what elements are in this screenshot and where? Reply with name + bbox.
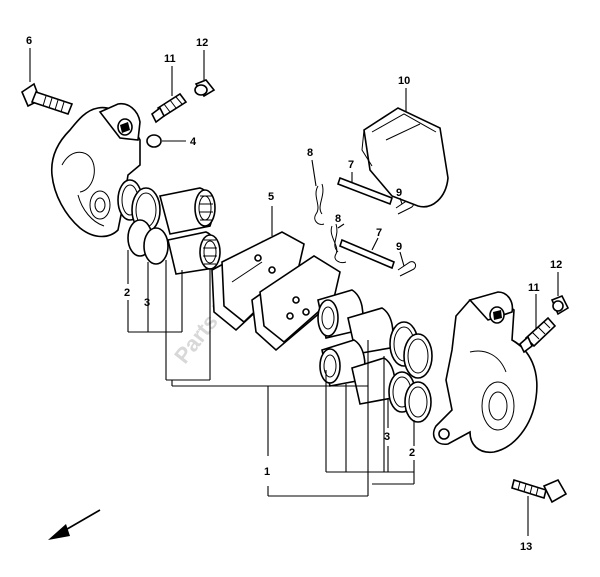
right-caliper-body: [432, 291, 538, 454]
left-pistons-group: [159, 187, 221, 275]
callout-12-top: 12: [196, 37, 208, 49]
pad-spring-10: [361, 107, 449, 208]
right-pistons-group: [317, 289, 396, 405]
left-seals-group: [117, 179, 169, 265]
callout-12-right: 12: [550, 259, 562, 271]
washer-4: [146, 134, 162, 148]
cap-12-top: [194, 79, 216, 98]
leader-lines: [29, 48, 559, 536]
callout-9-lower: 9: [396, 241, 402, 253]
callout-labels: 1 2 3 2 3 4 5 6 7 7 8 8 9 9 10 11 11 12 …: [26, 35, 562, 553]
callout-13: 13: [520, 541, 532, 553]
spring-clips-8: [314, 183, 347, 263]
callout-8-lower: 8: [335, 213, 341, 225]
callout-5: 5: [268, 191, 274, 203]
callout-11-right: 11: [528, 282, 540, 294]
callout-2-right: 2: [409, 447, 415, 459]
callout-3-right: 3: [384, 431, 390, 443]
callout-7-top: 7: [348, 159, 354, 171]
callout-3-left: 3: [144, 297, 150, 309]
bolt-13: [511, 478, 568, 504]
callout-9-top: 9: [396, 187, 402, 199]
callout-11-top: 11: [164, 53, 176, 65]
callout-7-lower: 7: [376, 227, 382, 239]
callout-8-top: 8: [307, 147, 313, 159]
cap-12-right: [550, 294, 570, 316]
front-direction-arrow: [48, 509, 101, 540]
brake-pad-5-right: [251, 255, 341, 352]
bleeder-valve-11-top: [150, 92, 188, 124]
callout-6: 6: [26, 35, 32, 47]
right-seals-group: [388, 321, 433, 423]
callout-1: 1: [264, 466, 270, 478]
pad-pins-7: [336, 176, 395, 270]
callout-10: 10: [398, 75, 410, 87]
callout-4: 4: [190, 136, 197, 148]
bolt-6: [21, 82, 74, 115]
r-clips-9: [395, 199, 417, 277]
callout-2-left: 2: [124, 287, 130, 299]
bleeder-valve-11-right: [519, 316, 557, 354]
